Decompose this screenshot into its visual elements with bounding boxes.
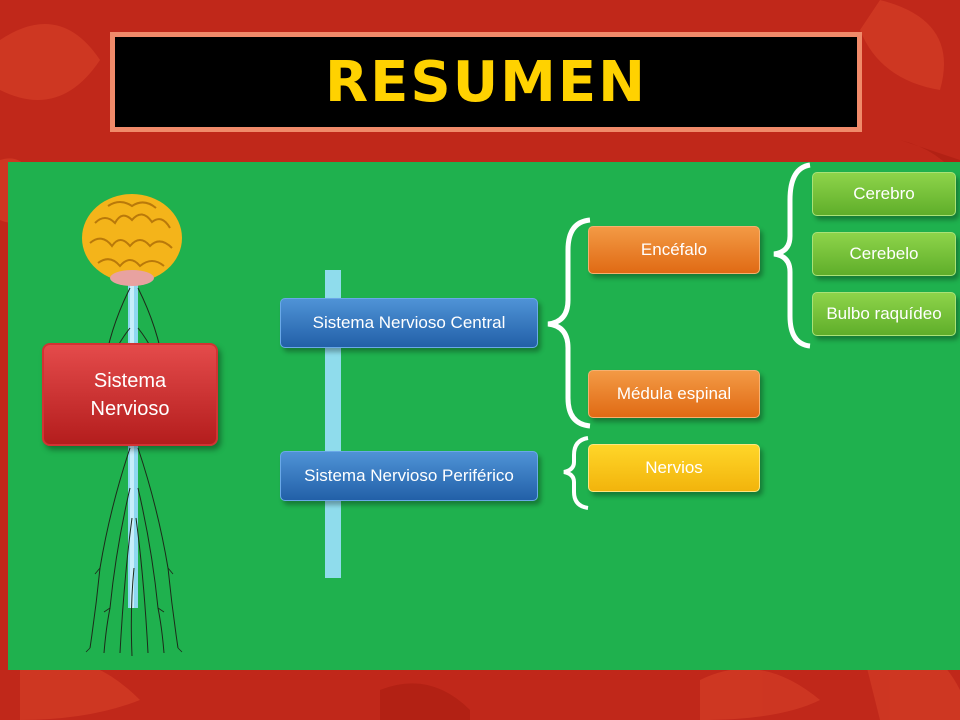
peripheral-nervous-system-box: Sistema Nervioso Periférico [280,451,538,501]
cerebro-label: Cerebro [853,184,915,203]
bulbo-label: Bulbo raquídeo [826,304,942,323]
title-banner: RESUMEN [110,32,862,132]
medula-espinal-box: Médula espinal [588,370,760,418]
central-nervous-system-box: Sistema Nervioso Central [280,298,538,348]
root-label-line1: Sistema [93,369,167,392]
peripheral-label: Sistema Nervioso Periférico [304,466,514,485]
nervios-box: Nervios [588,444,760,492]
root-label-line2: Nervioso [90,397,170,420]
cerebelo-label: Cerebelo [849,244,919,263]
encefalo-box: Encéfalo [588,226,760,274]
central-label: Sistema Nervioso Central [312,313,506,332]
nervios-label: Nervios [645,458,703,477]
cerebro-box: Cerebro [812,172,956,216]
encefalo-label: Encéfalo [640,240,708,259]
medula-label: Médula espinal [616,384,732,403]
sistema-nervioso-box: Sistema Nervioso [42,343,218,446]
cerebelo-box: Cerebelo [812,232,956,276]
page-title: RESUMEN [324,49,648,115]
bulbo-raquideo-box: Bulbo raquídeo [812,292,956,336]
